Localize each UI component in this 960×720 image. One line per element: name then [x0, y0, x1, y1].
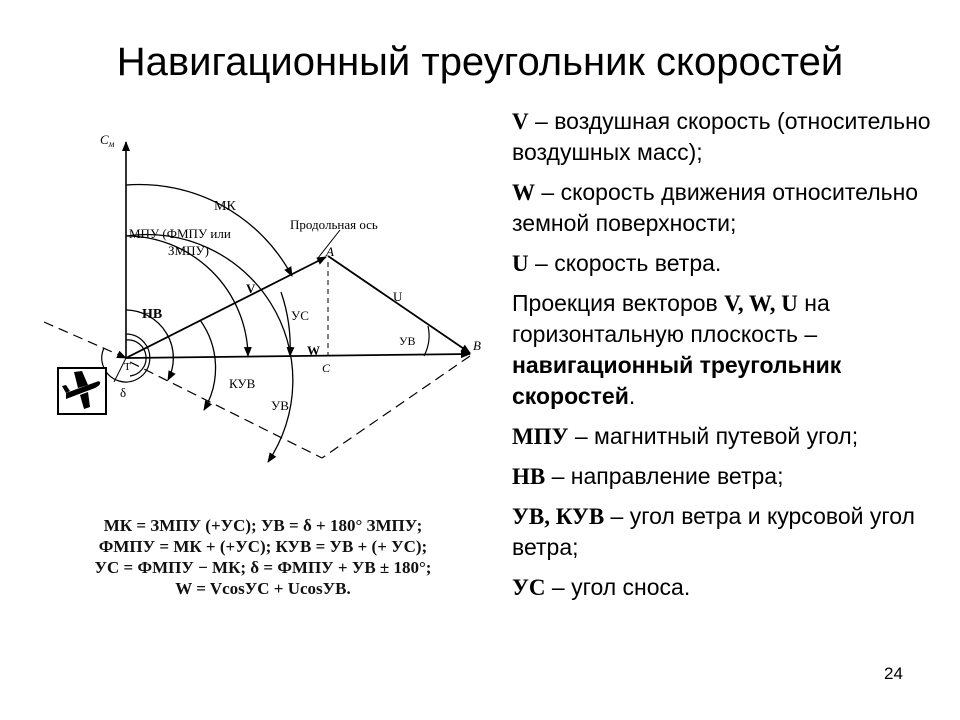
definition-mpu: МПУ – магнитный путевой угол;	[512, 421, 952, 452]
nv-arc	[125, 309, 176, 381]
point-c-label: C	[322, 361, 331, 375]
v-vector	[125, 256, 327, 359]
text-v: – воздушная скорость (относительно возду…	[512, 108, 931, 165]
text-w: – скорость движения относительно земной …	[512, 179, 919, 236]
formula-line: УС = ФМПУ − МК; δ = ФМПУ + УВ ± 180°;	[94, 558, 432, 577]
wind-direction-line	[43, 321, 127, 359]
mpu-arc	[125, 235, 252, 357]
mpu-label-line2: ЗМПУ)	[168, 243, 209, 258]
proj-end: .	[628, 383, 636, 409]
meridian-label: См	[100, 132, 115, 149]
formulas-block: МК = ЗМПУ (+УС); УВ = δ + 180° ЗМПУ; ФМП…	[28, 515, 498, 599]
mpu-label-line1: МПУ (ФМПУ или	[129, 226, 231, 241]
term-v: V	[512, 109, 529, 134]
definition-nv: НВ – направление ветра;	[512, 461, 952, 492]
uv-small-label: УВ	[399, 334, 416, 348]
term-uv: УВ, КУВ	[512, 504, 605, 529]
definition-w: W – скорость движения относительно земно…	[512, 177, 952, 239]
v-label: V	[246, 281, 256, 296]
nv-label: НВ	[142, 307, 162, 322]
formula-line: W = VcosУС + UcosУВ.	[175, 579, 351, 598]
longitudinal-axis-label: Продольная ось	[290, 217, 378, 232]
uv-small-arc	[423, 325, 430, 357]
definition-uv: УВ, КУВ – угол ветра и курсовой угол вет…	[512, 501, 952, 563]
term-u: U	[512, 251, 529, 276]
proj-bold: навигационный треугольник скоростей	[512, 352, 842, 409]
mk-label: МК	[214, 199, 236, 214]
text-u: – скорость ветра.	[528, 250, 722, 276]
proj-mid: на горизонтальную плоскость –	[512, 290, 830, 347]
longitudinal-axis-leader	[317, 229, 341, 259]
proj-start: Проекция векторов	[512, 290, 725, 316]
mk-arc	[125, 183, 293, 277]
page-number: 24	[884, 664, 903, 683]
delta-tick	[113, 357, 127, 383]
uv-big-label: УВ	[271, 398, 289, 413]
airplane-icon	[57, 367, 107, 415]
kuv-label: КУВ	[229, 376, 256, 391]
definition-u: U – скорость ветра.	[512, 248, 952, 279]
w-label: W	[307, 343, 320, 358]
wind-direction-line-extension	[129, 361, 323, 459]
term-w: W	[512, 180, 535, 205]
formula-line: ФМПУ = МК + (+УС); КУВ = УВ + (+ УС);	[98, 537, 428, 556]
text-mpu: – магнитный путевой угол;	[568, 423, 859, 449]
point-b-label: B	[473, 338, 481, 353]
term-us: УС	[512, 575, 546, 600]
delta-arc	[125, 339, 147, 377]
page-title: Навигационный треугольник скоростей	[116, 40, 844, 84]
term-mpu: МПУ	[512, 424, 569, 449]
definitions-panel: V – воздушная скорость (относительно воз…	[512, 106, 952, 612]
uv-big-arc	[125, 233, 294, 463]
kuv-arc	[199, 319, 217, 411]
text-us: – угол сноса.	[545, 574, 691, 600]
w-vector	[125, 350, 471, 359]
point-a-label: A	[325, 244, 334, 259]
origin-circle-arc	[101, 333, 151, 383]
term-nv: НВ	[512, 464, 546, 489]
proj-keys: V, W, U	[724, 291, 798, 316]
definition-v: V – воздушная скорость (относительно воз…	[512, 106, 952, 168]
formula-line: МК = ЗМПУ (+УС); УВ = δ + 180° ЗМПУ;	[103, 516, 423, 535]
u-label: U	[393, 289, 403, 304]
u-vector	[327, 255, 471, 354]
text-uv: – угол ветра и курсовой угол ветра;	[512, 503, 915, 560]
us-label: УС	[291, 308, 309, 323]
dashed-b-projection	[321, 355, 471, 459]
delta-label: δ	[120, 385, 126, 400]
projection-statement: Проекция векторов V, W, U на горизонталь…	[512, 288, 952, 412]
definition-us: УС – угол сноса.	[512, 572, 952, 603]
text-nv: – направление ветра;	[545, 463, 784, 489]
origin-label: Т	[124, 361, 131, 373]
